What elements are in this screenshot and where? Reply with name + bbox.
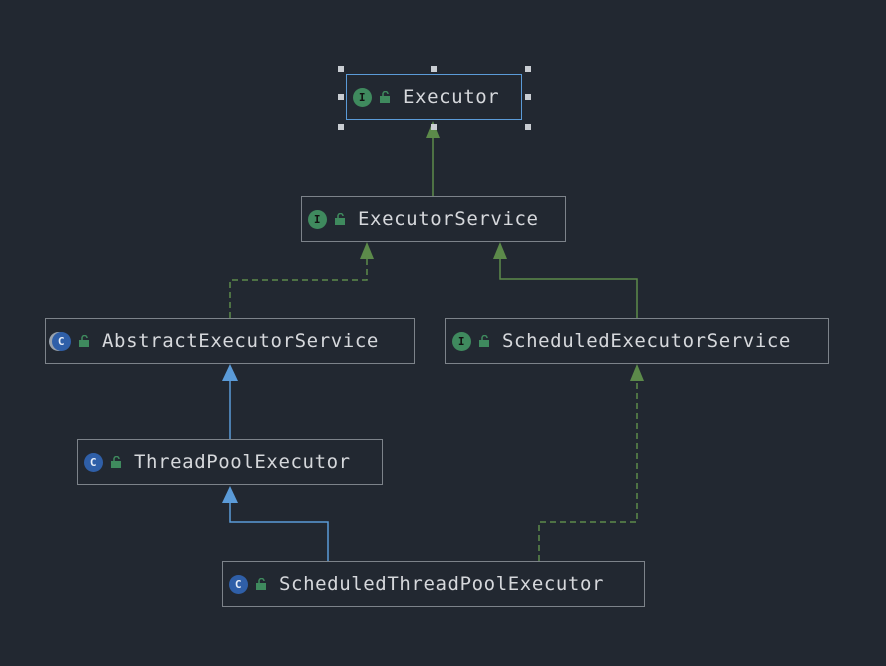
unlocked-icon [111,456,121,468]
node-label: ScheduledExecutorService [502,330,791,352]
selection-handle[interactable] [525,94,531,100]
node-label: ThreadPoolExecutor [134,451,351,473]
selection-handle[interactable] [338,94,344,100]
arrowhead-executorservice-left [360,242,374,259]
node-label: AbstractExecutorService [102,330,379,352]
node-scheduled-thread-pool-executor[interactable]: C ScheduledThreadPoolExecutor [222,561,645,607]
arrowhead-executorservice-right [493,242,507,259]
selection-handle[interactable] [338,124,344,130]
node-abstract-executor-service[interactable]: C AbstractExecutorService [45,318,415,364]
abstract-class-icon: C [52,331,71,351]
edge-abstractexecutorservice-to-executorservice [229,259,368,318]
interface-icon: I [353,87,372,107]
unlocked-icon [335,213,345,225]
unlocked-icon [256,578,266,590]
selection-handle[interactable] [525,66,531,72]
selection-handle[interactable] [338,66,344,72]
node-label: ScheduledThreadPoolExecutor [279,573,605,595]
unlocked-icon [79,335,89,347]
edge-scheduledthreadpoolexecutor-to-threadpoolexecutor [229,503,329,561]
arrowhead-threadpoolexecutor [222,486,238,503]
selection-handle[interactable] [431,124,437,130]
selection-handle[interactable] [431,66,437,72]
interface-icon: I [308,209,327,229]
node-label: Executor [403,86,500,108]
arrowhead-scheduledexecutorservice [630,364,644,381]
unlocked-icon [479,335,489,347]
node-executor[interactable]: I Executor [346,74,522,120]
node-label: ExecutorService [358,208,539,230]
edge-scheduledthreadpoolexecutor-to-scheduledexecutorservice [538,381,638,561]
class-icon: C [84,452,103,472]
node-scheduled-executor-service[interactable]: I ScheduledExecutorService [445,318,829,364]
unlocked-icon [380,91,390,103]
class-icon: C [229,574,248,594]
selection-handle[interactable] [525,124,531,130]
node-executor-service[interactable]: I ExecutorService [301,196,566,242]
node-thread-pool-executor[interactable]: C ThreadPoolExecutor [77,439,383,485]
edge-scheduledexecutorservice-to-executorservice [499,259,638,318]
interface-icon: I [452,331,471,351]
arrowhead-abstractexecutorservice [222,364,238,381]
